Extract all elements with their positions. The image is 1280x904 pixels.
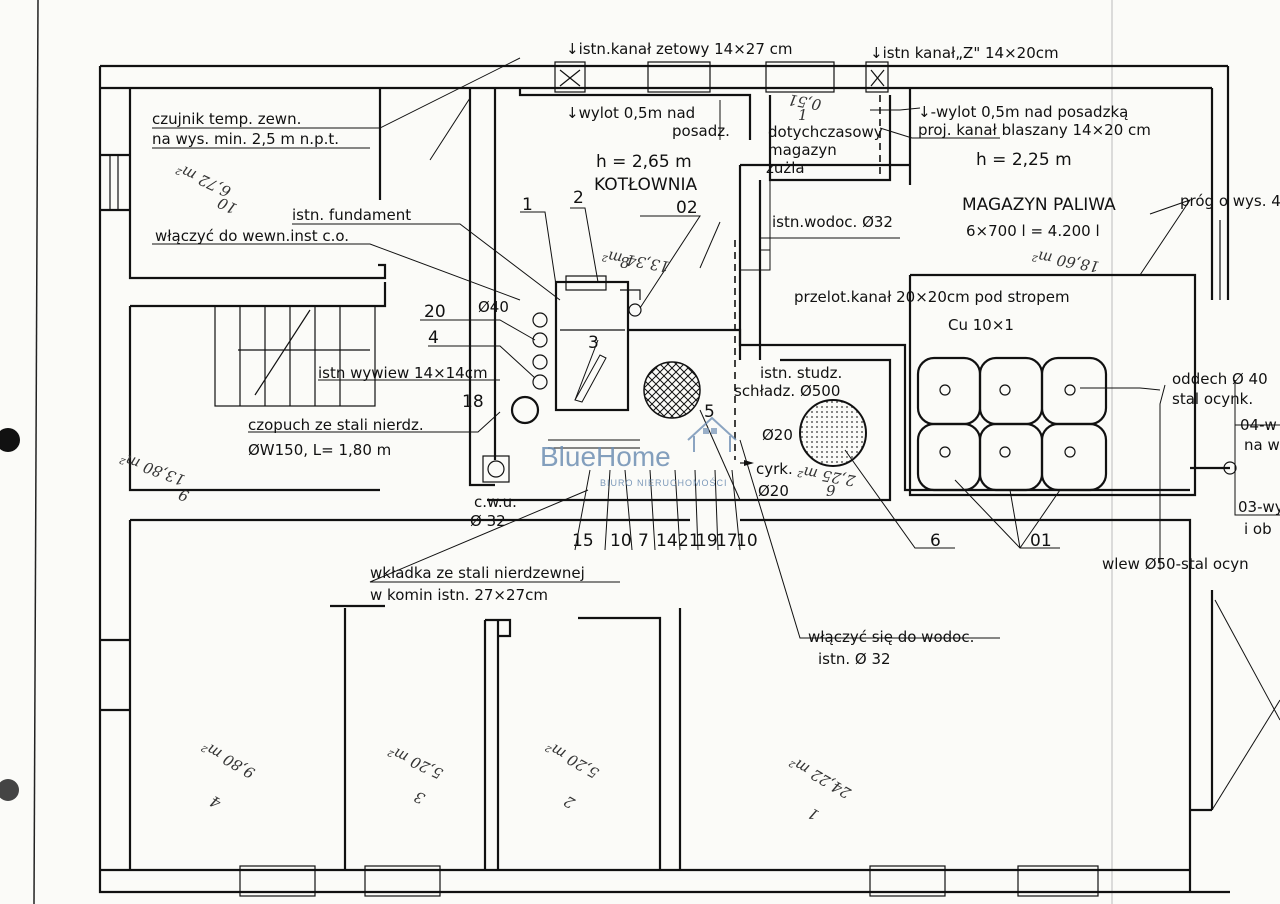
watermark-name: BlueHome [540,441,671,472]
label-phi20-a: Ø20 [762,426,793,444]
label-cyrk: cyrk. [756,460,793,478]
label-kanal-z: ↓istn kanał„Z" 14×20cm [870,44,1059,62]
num-bottom: 17 [716,531,738,551]
label-wylot-2: ↓-wylot 0,5m nad posadzką [918,103,1128,121]
label-przelot: przelot.kanał 20×20cm pod stropem [794,288,1070,306]
area-kotlownia-num: 8 [620,254,630,272]
area-room2-num: 2 [561,792,579,813]
num-bottom: 10 [610,531,632,551]
num-3: 3 [588,333,599,353]
label-prog: próg o wys. 4 [1180,192,1280,210]
area-room1: 24,22 m² [786,753,855,803]
label-dotychczasowy-1: dotychczasowy [768,123,883,141]
label-kanal-zetowy: ↓istn.kanał zetowy 14×27 cm [566,40,793,58]
labels: ↓istn.kanał zetowy 14×27 cm ↓istn kanał„… [152,40,1280,668]
label-wlaczyc-wodoc-1: włączyć się do wodoc. [808,628,974,646]
num-01: 01 [1030,531,1052,551]
bottom-windows [239,865,1099,897]
cooling-well [799,399,867,467]
label-dotychczasowy-3: żużla [766,159,805,177]
outer-walls [98,64,1230,894]
label-istn-studz-1: istn. studz. [760,364,842,382]
label-istn-wywiew: istn wywiew 14×14cm [318,364,488,382]
leader-lines [152,57,1280,811]
item-numbers: 1 2 3 4 5 6 18 20 02 01 15 10 7 14 21 19… [424,188,1052,551]
label-istn-fundament: istn. fundament [292,206,411,224]
num-bottom: 7 [638,531,649,551]
label-phi40: Ø40 [478,298,509,316]
area-studz-num: 9 [826,482,836,500]
area-room3-num: 3 [411,787,427,807]
label-wkladka-2: w komin istn. 27×27cm [370,586,548,604]
num-2: 2 [573,188,584,208]
area-room4-num: 4 [207,792,225,813]
label-na-w: na w [1244,436,1280,454]
label-kotlownia: KOTŁOWNIA [594,175,697,195]
num-bottom: 21 [678,531,700,551]
label-wlew: wlew Ø50-stal ocyn [1102,555,1249,573]
area-zuzel-num: 1 [798,106,808,124]
boiler [510,275,642,449]
label-wkladka-1: wkładka ze stali nierdzewnej [370,564,585,582]
num-5: 5 [704,402,715,422]
label-dotychczasowy-2: magazyn [768,141,837,159]
num-bottom: 19 [696,531,718,551]
scan-border [0,0,1113,904]
watermark: BlueHome BIURO NIERUCHOMOŚCI [540,416,737,488]
label-magazyn-paliwa: MAGAZYN PALIWA [962,195,1116,215]
staircase [214,305,376,407]
num-18: 18 [462,392,484,412]
num-4: 4 [428,328,439,348]
label-czopuch-1: czopuch ze stali nierdz. [248,416,424,434]
label-istn-wodoc: istn.wodoc. Ø32 [772,213,893,231]
num-20: 20 [424,302,446,322]
chimney-hatched [643,361,701,419]
label-wylot-1: ↓wylot 0,5m nad [566,104,695,122]
label-oddech: oddech Ø 40 [1172,370,1268,388]
area-magazyn: 18,60 m² [1031,246,1101,276]
label-czujnik-2: na wys. min. 2,5 m n.p.t. [152,130,339,148]
area-zuzel: 0,51 [787,90,823,114]
num-02: 02 [676,198,698,218]
label-wlaczyc-co: włączyć do wewn.inst c.o. [155,227,349,245]
label-03: 03-wy [1238,498,1280,516]
label-wlaczyc-wodoc-2: istn. Ø 32 [818,650,891,668]
label-04: 04-w [1240,416,1277,434]
num-bottom: 10 [736,531,758,551]
label-cwu-1: c.w.u. [474,493,517,511]
area-stair-room: 13,80 m² [117,449,187,489]
label-posadz: posadz. [672,122,730,140]
label-i-ob: i ob [1244,520,1272,538]
label-czopuch-2: ØW150, L= 1,80 m [248,441,391,459]
area-room4: 9,80 m² [198,737,258,782]
top-windows [554,61,889,93]
fuel-tanks [916,356,1108,492]
num-bottom: 15 [572,531,594,551]
interior-walls [100,88,1221,870]
label-cwu-2: Ø 32 [470,512,506,530]
label-h-magazyn: h = 2,25 m [976,150,1072,170]
label-czujnik-1: czujnik temp. zewn. [152,110,301,128]
area-room3: 5,20 m² [385,742,446,783]
label-istn-studz-2: schładz. Ø500 [734,382,840,400]
num-1: 1 [522,195,533,215]
num-6: 6 [930,531,941,551]
area-room1-num: 1 [805,804,822,824]
label-cu: Cu 10×1 [948,316,1014,334]
label-magazyn-pojemnosc: 6×700 l = 4.200 l [966,222,1100,240]
label-h-kotlownia: h = 2,65 m [596,152,692,172]
num-bottom: 14 [656,531,678,551]
watermark-sub: BIURO NIERUCHOMOŚCI [600,477,728,488]
label-proj-kanal: proj. kanał blaszany 14×20 cm [918,121,1151,139]
label-phi20-b: Ø20 [758,482,789,500]
area-kotlownia: 13,34 m² [601,246,671,276]
area-room2: 5,20 m² [542,737,602,782]
label-stal-ocynk: stal ocynk. [1172,390,1253,408]
